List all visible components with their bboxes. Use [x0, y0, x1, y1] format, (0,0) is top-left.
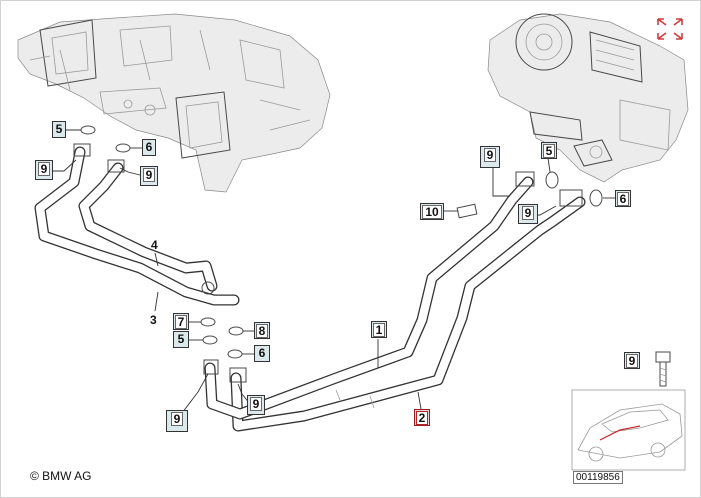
callout-9-text: 9: [625, 354, 639, 368]
callout-9-upper-mid[interactable]: 9: [140, 166, 158, 186]
callout-9-text: 9: [249, 397, 263, 411]
callout-10-text: 10: [422, 205, 442, 219]
o-ring-5-right: [545, 171, 559, 189]
callout-9-bolt[interactable]: 9: [624, 352, 640, 369]
callout-10[interactable]: 10: [420, 203, 444, 220]
callout-7[interactable]: 7: [173, 313, 189, 330]
callout-9-upper-left[interactable]: 9: [35, 160, 53, 180]
callout-2-text: 2: [415, 411, 429, 425]
callout-7-text: 7: [174, 315, 188, 329]
clip-10: [456, 203, 478, 219]
callout-8[interactable]: 8: [254, 322, 270, 339]
o-ring-5-mid: [202, 335, 218, 345]
callout-5-right[interactable]: 5: [541, 142, 557, 159]
hose-2: [204, 176, 534, 420]
o-ring-6-top: [115, 143, 131, 153]
callout-6-right[interactable]: 6: [615, 190, 631, 207]
copyright-text: © BMW AG: [30, 469, 92, 483]
callout-9-right[interactable]: 9: [518, 204, 538, 224]
callout-9-text: 9: [142, 168, 156, 182]
callout-3[interactable]: 3: [150, 313, 157, 327]
fittings: [73, 143, 583, 383]
callout-6-mid[interactable]: 6: [254, 345, 270, 362]
callout-4[interactable]: 4: [151, 238, 158, 252]
o-ring-6-mid: [227, 349, 243, 359]
bolt-9: [655, 351, 671, 387]
callout-8-text: 8: [255, 324, 269, 338]
o-ring-7: [200, 317, 216, 327]
callout-6-text: 6: [616, 192, 630, 206]
hvac-housing-left: [17, 13, 331, 193]
expand-icon[interactable]: [655, 16, 685, 42]
hose-3-4: [34, 146, 240, 306]
o-ring-6-right: [589, 189, 603, 207]
callout-9-text: 9: [521, 206, 535, 220]
callout-1-text: 1: [372, 323, 386, 337]
callout-9-text: 9: [37, 162, 51, 176]
callout-2[interactable]: 2: [414, 409, 430, 426]
callout-6-top[interactable]: 6: [142, 139, 156, 156]
callout-9-text: 9: [170, 412, 184, 426]
o-ring-5-top: [80, 125, 96, 135]
callout-5-top[interactable]: 5: [52, 121, 66, 138]
hose-1: [230, 196, 586, 432]
o-ring-8: [228, 326, 244, 336]
hvac-unit-right: [487, 13, 689, 183]
callout-1[interactable]: 1: [371, 321, 387, 338]
image-code: 00119856: [573, 471, 623, 484]
callout-9-text: 9: [483, 148, 497, 162]
callout-5-text: 5: [542, 144, 556, 158]
callout-5-mid[interactable]: 5: [173, 331, 189, 348]
callout-9-lower-left[interactable]: 9: [166, 410, 188, 432]
callout-9-lower-mid[interactable]: 9: [247, 395, 265, 415]
car-inset: [571, 389, 686, 471]
callout-9-upper-right[interactable]: 9: [480, 146, 500, 168]
